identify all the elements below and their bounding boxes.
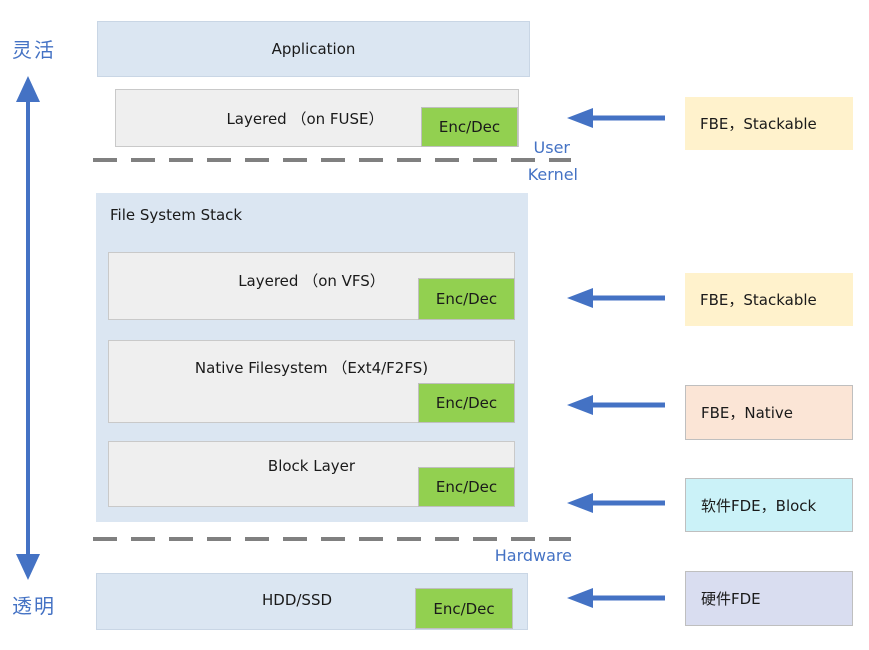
- native-filesystem-label: Native Filesystem （Ext4/F2FS): [194, 359, 429, 377]
- axis-bottom-label: 透明: [12, 594, 56, 618]
- enc-dec-box-vfs: Enc/Dec: [418, 278, 515, 320]
- enc-dec-label: Enc/Dec: [435, 290, 498, 308]
- application-box: Application: [97, 21, 530, 77]
- hardware-label: Hardware: [494, 546, 572, 565]
- enc-dec-label: Enc/Dec: [438, 118, 501, 136]
- user-kernel-boundary-line: [93, 158, 571, 162]
- file-system-stack-title: File System Stack: [110, 206, 243, 224]
- block-layer-label: Block Layer: [267, 457, 356, 475]
- annotation-hardware-fde: 硬件FDE: [685, 571, 853, 626]
- arrow-native-icon: [567, 395, 665, 415]
- enc-dec-box-native: Enc/Dec: [418, 383, 515, 423]
- axis-top-label: 灵活: [12, 38, 56, 62]
- annotation-label: FBE，Native: [701, 404, 793, 422]
- enc-dec-label: Enc/Dec: [433, 599, 495, 618]
- hardware-boundary-line: [93, 537, 571, 541]
- hdd-ssd-label: HDD/SSD: [261, 591, 333, 609]
- annotation-fbe-stackable-fuse: FBE，Stackable: [685, 97, 853, 150]
- annotation-label: FBE，Stackable: [700, 115, 817, 133]
- arrow-hdd-icon: [567, 588, 665, 608]
- annotation-software-fde: 软件FDE，Block: [685, 478, 853, 532]
- user-space-label: User: [533, 138, 570, 157]
- enc-dec-label: Enc/Dec: [435, 394, 498, 412]
- layered-fuse-label: Layered （on FUSE）: [226, 110, 384, 128]
- annotation-label: 软件FDE，Block: [701, 496, 817, 515]
- annotation-fbe-stackable-vfs: FBE，Stackable: [685, 273, 853, 326]
- layered-vfs-label: Layered （on VFS）: [238, 272, 385, 290]
- vertical-double-arrow-icon: [16, 76, 40, 580]
- enc-dec-box-fuse: Enc/Dec: [421, 107, 518, 147]
- enc-dec-box-block: Enc/Dec: [418, 467, 515, 507]
- arrow-block-icon: [567, 493, 665, 513]
- annotation-fbe-native: FBE，Native: [685, 385, 853, 440]
- annotation-label: 硬件FDE: [701, 590, 761, 608]
- arrow-fuse-icon: [567, 108, 665, 128]
- enc-dec-box-hdd: Enc/Dec: [415, 588, 513, 629]
- enc-dec-label: Enc/Dec: [435, 478, 498, 496]
- application-label: Application: [271, 40, 356, 58]
- annotation-label: FBE，Stackable: [700, 291, 817, 309]
- kernel-space-label: Kernel: [527, 165, 578, 184]
- arrow-vfs-icon: [567, 288, 665, 308]
